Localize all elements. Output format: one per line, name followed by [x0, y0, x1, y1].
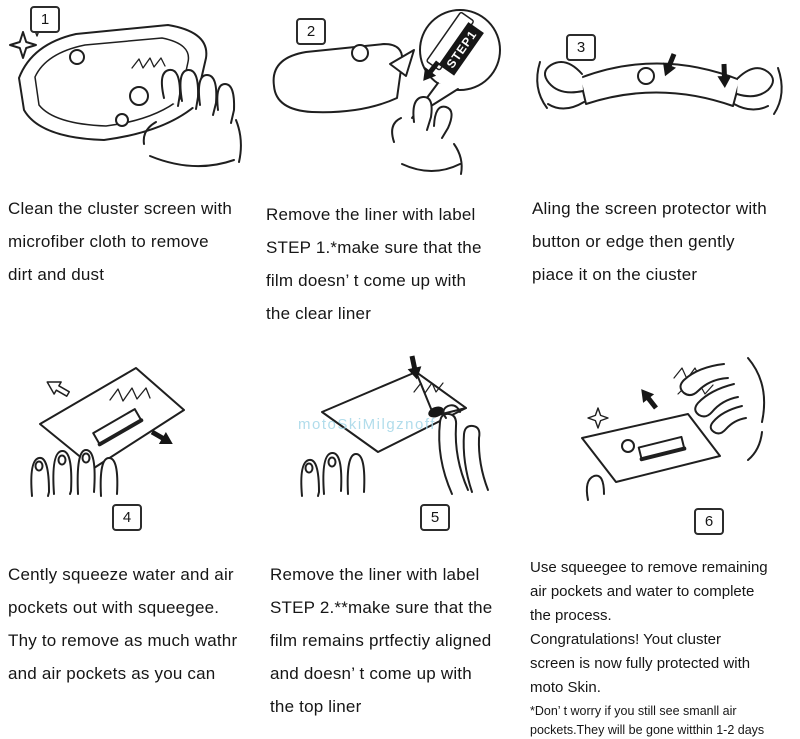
- arrow-icon: [641, 389, 658, 410]
- step-3-number: 3: [566, 34, 596, 61]
- arrow-icon: [423, 60, 440, 81]
- step-6-panel: 6 Use squeegee to remove remaining air p…: [528, 350, 794, 739]
- step-6-number: 6: [694, 508, 724, 535]
- step-4-panel: 4 Cently squeeze water and air pockets o…: [6, 346, 258, 736]
- hand: [142, 68, 242, 168]
- sparkle-icon: [587, 407, 609, 429]
- remove-liner-step2-illustration: [300, 355, 489, 497]
- device: [272, 43, 404, 114]
- arrow-icon: [663, 53, 677, 77]
- step-3-caption: Aling the screen protector with button o…: [532, 199, 767, 284]
- left-hand: [300, 452, 366, 497]
- right-hand: [733, 67, 783, 115]
- step-2-caption: Remove the liner with label STEP 1.*make…: [266, 205, 482, 323]
- step-5-panel: 5 Remove the liner with label STEP 2.**m…: [266, 346, 518, 736]
- step-1-panel: 1 Clean the cluster screen with microfib…: [6, 4, 246, 334]
- arrow-icon: [407, 355, 422, 380]
- finish-squeegee-illustration: [581, 357, 766, 501]
- liner-tab: [389, 49, 415, 77]
- left-hand: [536, 61, 585, 110]
- remove-liner-step1-illustration: STEP1: [272, 9, 501, 175]
- step-3-panel: 3 Aling the screen protector with button…: [528, 4, 794, 334]
- step-1-caption: Clean the cluster screen with microfiber…: [8, 199, 233, 284]
- step-5-number: 5: [420, 504, 450, 531]
- right-hand: [438, 404, 489, 495]
- arrow-icon: [150, 429, 173, 445]
- step-5-caption: Remove the liner with label STEP 2.**mak…: [270, 565, 493, 716]
- squeegee: [92, 408, 144, 447]
- arrow-icon: [717, 63, 732, 88]
- grip: [428, 406, 444, 418]
- hand: [391, 95, 463, 175]
- arrow-outline-icon: [46, 381, 70, 397]
- step-4-number: 4: [112, 504, 142, 531]
- step-1-number: 1: [30, 6, 60, 33]
- step-2-panel: STEP1 2 Remove the liner with label STEP…: [262, 4, 514, 334]
- align-protector-illustration: [536, 53, 783, 115]
- cloth-scribble: [131, 57, 166, 69]
- film: [579, 62, 741, 107]
- scribble: [109, 387, 151, 402]
- magnifier: STEP1: [411, 9, 501, 119]
- cluster-screen: [18, 24, 208, 141]
- clean-screen-illustration: [9, 23, 242, 168]
- hand: [30, 449, 119, 497]
- left-wrist: [585, 474, 605, 501]
- step-2-number: 2: [296, 18, 326, 45]
- step-4-caption: Cently squeeze water and air pockets out…: [8, 565, 238, 683]
- step-6-caption: Use squeegee to remove remaining air poc…: [530, 559, 768, 696]
- squeegee: [637, 435, 687, 462]
- step-6-footnote: *Don’ t worry if you still see smanll ai…: [530, 704, 765, 737]
- scribble: [413, 382, 444, 394]
- hand: [679, 357, 766, 461]
- watermark: motoSkiMilgznoff: [298, 416, 436, 433]
- squeeze-illustration: [30, 367, 185, 497]
